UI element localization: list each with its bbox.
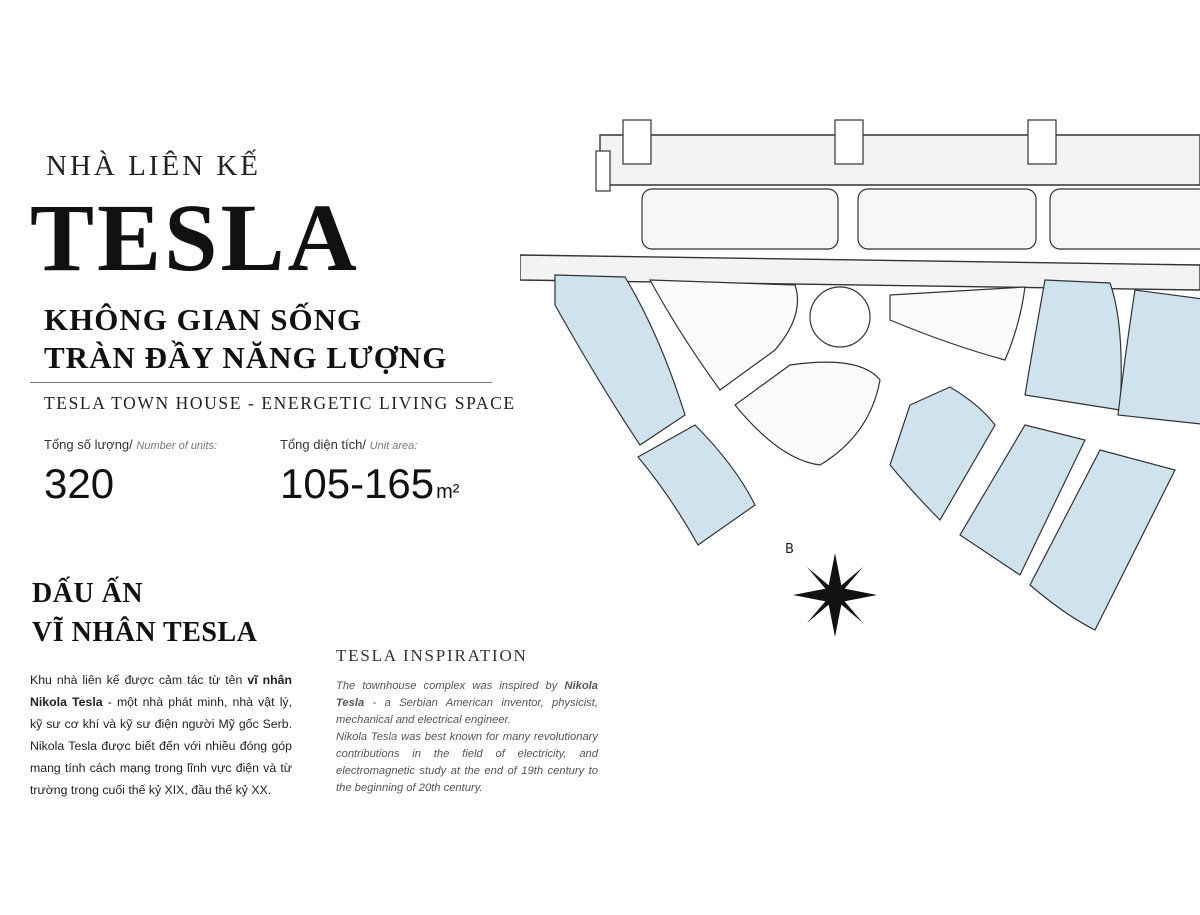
lot-block-center [889,386,996,521]
top-road [599,134,1200,186]
open-area-3 [889,286,1026,361]
units-label: Tổng số lượng/ Number of units: [44,437,217,452]
vn-text-part2: - một nhà phát minh, nhà vật lý, kỹ sư c… [30,695,292,797]
inspiration-title: TESLA INSPIRATION [336,646,528,665]
open-area-2 [734,361,881,466]
area-number: 105-165 [280,460,435,507]
lot-block-left-2 [637,424,756,546]
lot-block-top-3 [1049,188,1200,250]
en-text-bold: Nikola Tesla [336,680,598,709]
page-title: TESLA [30,184,360,291]
lot-block-right-2 [1117,289,1200,425]
compass-diagonals [807,567,863,623]
roundabout [809,286,871,348]
lot-block-top-1 [641,188,839,250]
area-label-en: Unit area: [369,440,418,452]
site-plan-map: B [520,119,1200,637]
open-area-1 [648,279,799,391]
map-open-areas [648,279,1026,466]
compass-rose: B [785,542,877,637]
slogan-line-1: KHÔNG GIAN SỐNG [44,302,363,337]
section-heading-line-1: DẤU ẤN [32,578,144,609]
lot-block-lower-1 [959,424,1086,576]
subtitle: TESLA TOWN HOUSE - ENERGETIC LIVING SPAC… [44,393,516,413]
kicker-title: NHÀ LIÊN KẾ [46,150,262,182]
area-label-vi: Tổng diện tích/ [280,437,366,452]
gate-3 [1027,119,1057,165]
lot-block-lower-2 [1029,449,1176,631]
divider [30,382,492,383]
section-heading-line-2: VĨ NHÂN TESLA [32,617,258,648]
compass-label: B [785,542,794,557]
english-description: The townhouse complex was inspired by Ni… [336,678,598,797]
en-text-part1a: The townhouse complex was inspired by [336,680,565,692]
gate-left [595,150,611,192]
vn-text-part1: Khu nhà liên kế được cảm tác từ tên [30,673,248,687]
vn-text-bold: vĩ nhân Nikola Tesla [30,673,293,709]
units-value: 320 [44,460,115,507]
units-label-vi: Tổng số lượng/ [44,437,133,452]
map-lot-blocks [554,188,1200,631]
slogan-line-2: TRÀN ĐẦY NĂNG LƯỢNG [44,340,448,375]
lot-block-top-2 [857,188,1037,250]
gate-1 [622,119,652,165]
gate-2 [834,119,864,165]
lot-block-right-1 [1024,279,1122,411]
units-label-en: Number of units: [136,440,218,452]
vietnamese-description: Khu nhà liên kế được cảm tác từ tên vĩ n… [30,669,292,801]
area-label: Tổng diện tích/ Unit area: [280,437,417,452]
compass-star [793,553,877,637]
lot-block-left-1 [554,274,686,446]
en-text-part2: Nikola Tesla was best known for many rev… [336,731,598,794]
area-unit: m² [436,481,460,503]
map-gates [595,119,1057,192]
en-text-part1c: - a Serbian American inventor, physicist… [336,697,598,726]
